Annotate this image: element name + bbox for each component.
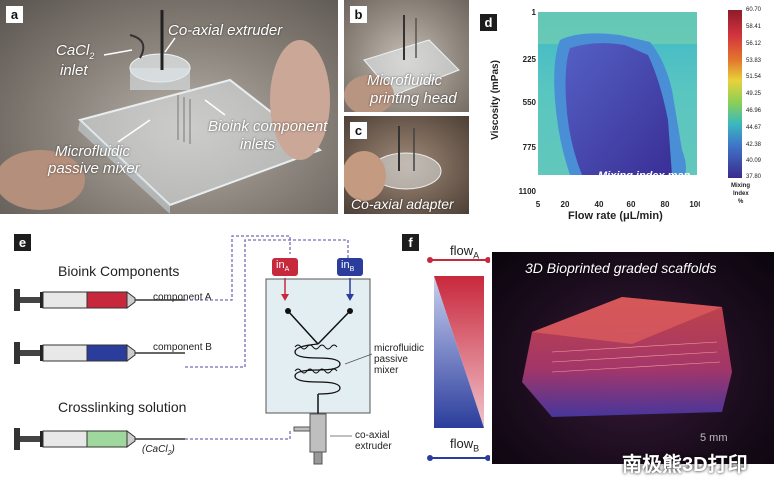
y-tick-1100: 1100 (519, 187, 537, 196)
bioink-inlets-label-2: inlets (240, 136, 276, 153)
schematic-diagram (14, 235, 373, 465)
crosslinking-solution-title: Crosslinking solution (58, 399, 187, 415)
panel-label-c: c (350, 122, 367, 139)
printing-head-illustration (344, 15, 460, 112)
passive-mixer-label: Microfluidic (55, 143, 131, 160)
cb-tick-10: 37.80 (746, 174, 762, 180)
mixing-index-map-title: Mixing index map (598, 170, 691, 182)
coaxial-adapter-caption: Co-axial adapter (351, 196, 454, 212)
x-tick-5: 5 (536, 200, 541, 209)
cb-tick-9: 40.09 (746, 158, 762, 164)
x-axis-label: Flow rate (μL/min) (568, 210, 663, 222)
x-tick-60: 60 (627, 200, 636, 209)
colorbar (728, 10, 742, 178)
colorbar-label-1: Mixing (731, 183, 750, 189)
panel-label-d: d (480, 14, 497, 31)
coaxial-extruder-label: Co-axial extruder (168, 22, 283, 39)
cacl2-inlet-label-2: inlet (60, 62, 88, 79)
component-b-label: component B (153, 342, 212, 353)
svg-text:Viscosity (mPas): Viscosity (mPas) (490, 60, 501, 140)
cb-tick-8: 42.38 (746, 142, 762, 148)
inlet-a-label: inA (276, 259, 290, 274)
inlet-b-label: inB (341, 259, 355, 274)
y-tick-775: 775 (523, 143, 537, 152)
cb-tick-7: 44.67 (746, 125, 762, 131)
watermark: 南极熊3D打印 (622, 454, 748, 476)
photo-graded-scaffold (492, 252, 774, 464)
device-illustration (0, 10, 330, 214)
x-tick-20: 20 (561, 200, 570, 209)
scaffold-illustration (522, 297, 732, 417)
cb-tick-5: 49.25 (746, 91, 762, 97)
y-tick-550: 550 (523, 98, 537, 107)
photo-coaxial-adapter (344, 116, 469, 214)
colorbar-label-3: % (738, 199, 744, 205)
cacl2-label: (CaCl2) (142, 444, 175, 457)
printing-head-caption: Microfluidic (367, 72, 443, 89)
y-tick-225: 225 (523, 55, 537, 64)
passive-mixer-label-2: passive mixer (48, 160, 140, 177)
flow-gradient-diagram (427, 257, 490, 461)
syringe-b (14, 342, 185, 364)
scale-bar-label: 5 mm (700, 432, 728, 444)
cb-tick-6: 46.96 (746, 108, 762, 114)
photo-microfluidic-device (0, 0, 338, 214)
panel-label-a: a (6, 6, 23, 23)
syringe-a (14, 289, 185, 311)
syringe-crosslinker (14, 428, 185, 450)
component-a-label: component A (153, 292, 212, 303)
y-axis-label: Viscosity (mPas) (490, 60, 501, 140)
cacl2-inlet-label: CaCl2 (56, 42, 95, 61)
mixing-index-heatmap: 1 225 550 775 1100 5 20 40 60 80 100 (519, 8, 700, 209)
cb-tick-2: 56.12 (746, 41, 762, 47)
flow-b-label: flowB (450, 436, 480, 454)
x-tick-80: 80 (661, 200, 670, 209)
printing-head-caption-2: printing head (370, 90, 457, 107)
cb-tick-1: 58.41 (746, 24, 762, 30)
panel-a-arrows (103, 37, 226, 143)
x-tick-100: 100 (689, 200, 700, 209)
cb-tick-4: 51.54 (746, 74, 762, 80)
colorbar-label-2: Index (733, 191, 749, 197)
x-tick-40: 40 (595, 200, 604, 209)
scaffold-title: 3D Bioprinted graded scaffolds (525, 260, 717, 276)
cb-tick-3: 53.83 (746, 58, 762, 64)
cb-tick-0: 60.70 (746, 7, 762, 13)
panel-label-b: b (350, 6, 367, 23)
panel-label-e: e (14, 234, 31, 251)
adapter-illustration (344, 126, 442, 201)
y-tick-1: 1 (532, 8, 537, 17)
bioink-inlets-label: Bioink component (208, 118, 328, 135)
flow-a-label: flowA (450, 243, 480, 261)
bioink-components-title: Bioink Components (58, 263, 180, 279)
panel-label-f: f (402, 234, 419, 251)
